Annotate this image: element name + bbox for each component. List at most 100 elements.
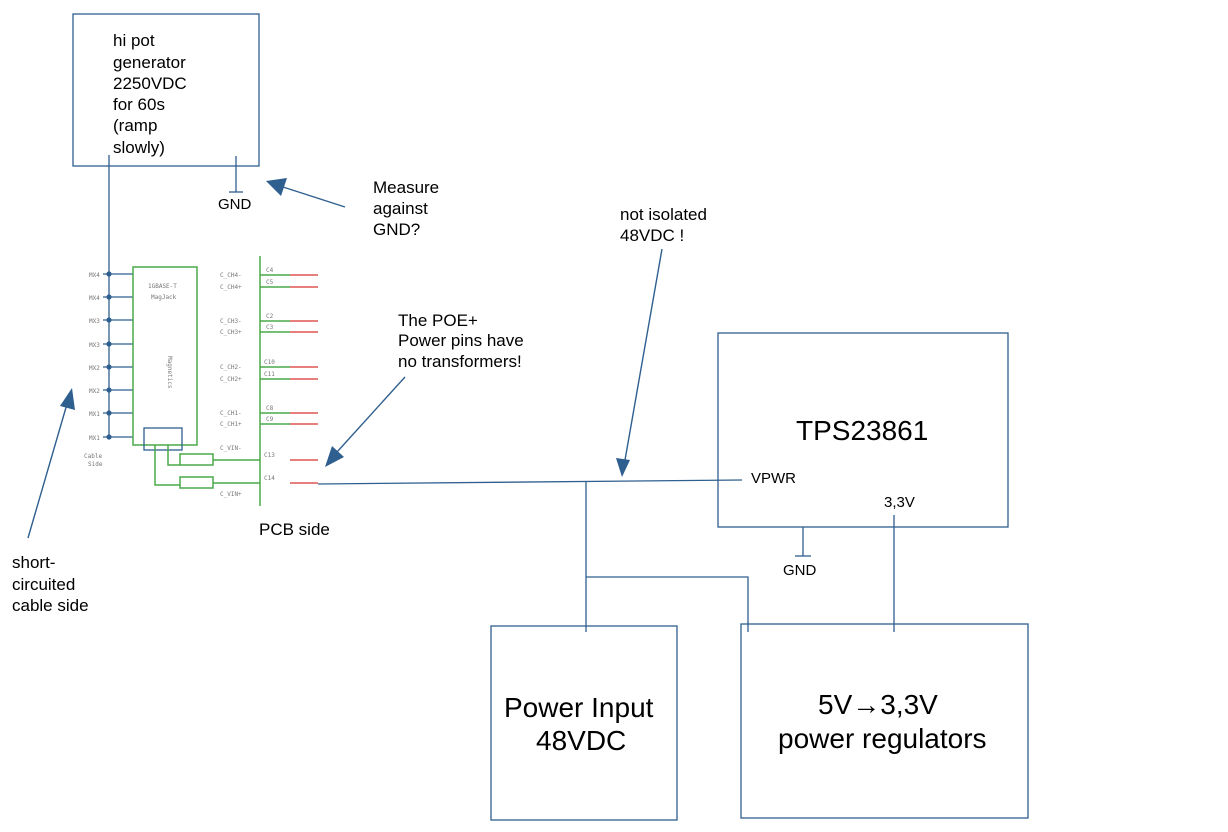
short-line-2: circuited [12,575,75,594]
magjack-schematic: MX4 MX4 MX3 MX3 MX2 MX2 MX1 MX1 Cable Si… [84,256,330,539]
left-pin-row-7: MX1 [89,410,133,418]
cap-label: C3 [266,324,274,331]
regulator-feed-wire [586,576,749,632]
left-pin-row-8: MX1 [89,434,133,442]
hipot-line-3: 2250VDC [113,74,187,93]
hipot-line-5: (ramp [113,116,157,135]
gnd-label-top: GND [218,196,252,213]
cap-label: C8 [266,405,274,412]
gnd-symbol-bottom: GND [783,527,817,579]
net-label: C_CH3+ [220,329,242,336]
right-net-row-10: C_VIN+ C14 [220,475,318,498]
power-input-box [490,625,678,821]
poe-arrow-line [336,376,406,453]
net-label: C_CH4- [220,272,242,279]
net-label: C_CH3- [220,318,242,325]
poe-line-2: Power pins have [398,331,524,350]
magnetics-label: Magnetics [166,356,173,389]
measure-arrow-head [266,178,287,196]
gnd-label-bottom: GND [783,562,817,579]
left-pin-label: MX1 [89,411,100,418]
magjack-title-2: MagJack [151,294,177,301]
left-pin-label: MX2 [89,365,100,372]
left-pin-row-4: MX3 [89,341,133,349]
hipot-line-2: generator [113,53,186,72]
hipot-box [72,13,260,167]
tps23861-title: TPS23861 [796,415,928,446]
measure-line-2: against [373,199,428,218]
short-line-1: short- [12,553,55,572]
vin-lead-lower [154,445,180,486]
tps23861-box [717,332,1009,528]
power-input-block: Power Input 48VDC [490,625,678,821]
magjack-inner-box [143,427,183,451]
gnd-symbol-top: GND [218,156,252,213]
left-pin-row-2: MX4 [89,294,133,302]
left-pin-label: MX3 [89,318,100,325]
cap-label: C9 [266,416,274,423]
right-net-row-2: C_CH4+C5 [220,279,318,291]
measure-line-1: Measure [373,178,439,197]
cap-label: C5 [266,279,274,286]
right-net-row-1: C_CH4-C4 [220,267,318,279]
measure-arrow-line [282,186,346,208]
tps23861-block: TPS23861 VPWR 3,3V [717,332,1009,528]
net-label: C_CH2+ [220,376,242,383]
cable-side-label-1: Cable [84,453,102,460]
left-pin-label: MX4 [89,272,100,279]
left-pin-row-1: MX4 [89,271,133,279]
magjack-body [132,266,198,446]
regulators-box [740,623,1029,819]
pcb-side-label: PCB side [259,520,330,539]
short-line-3: cable side [12,596,89,615]
cap-label: C14 [264,475,275,482]
not-isolated-line-1: not isolated [620,205,707,224]
net-label: C_CH1- [220,410,242,417]
cap-label: C2 [266,313,274,320]
magjack-title-1: 1GBASE-T [148,283,177,290]
power-input-line-2: 48VDC [536,725,626,756]
cable-side-label-2: Side [88,461,103,468]
short-arrow-head [60,388,75,410]
net-label: C_VIN- [220,445,242,452]
left-pin-label: MX3 [89,342,100,349]
regulators-block: 5V→3,3V power regulators [740,623,1029,819]
net-label: C_VIN+ [220,491,242,498]
power-input-line-1: Power Input [504,692,654,723]
measure-annotation: Measure against GND? [266,178,439,239]
not-isolated-arrow-line [624,248,663,461]
right-net-row-6: C_CH2+ C11 [220,371,318,383]
poe-arrow-head [325,446,344,467]
left-pin-label: MX2 [89,388,100,395]
v33-label: 3,3V [884,494,915,511]
hipot-line-4: for 60s [113,95,165,114]
right-net-row-9: C_VIN-C13 [220,445,318,461]
short-circuit-annotation: short- circuited cable side [12,388,89,615]
net-label: C_CH2- [220,364,242,371]
not-isolated-arrow-head [616,458,630,477]
left-pin-label: MX4 [89,295,100,302]
cap-label: C11 [264,371,275,378]
regulators-line-2: power regulators [778,723,987,754]
hipot-line-1: hi pot [113,31,155,50]
right-net-row-7: C_CH1- C8 [220,405,318,417]
right-net-row-3: C_CH3- C2 [220,313,318,325]
right-net-row-5: C_CH2-C10 [220,359,318,371]
left-pin-label: MX1 [89,435,100,442]
poe-line-1: The POE+ [398,311,478,330]
not-isolated-annotation: not isolated 48VDC ! [616,205,707,477]
vin-resistor-lower [179,476,214,489]
left-pin-row-3: MX3 [89,317,133,325]
measure-line-3: GND? [373,220,420,239]
net-label: C_CH1+ [220,421,242,428]
left-pin-row-5: MX2 [89,364,133,372]
vin-lead-upper [167,445,180,466]
short-arrow-line [27,403,68,539]
hipot-generator-block: hi pot generator 2250VDC for 60s (ramp s… [72,13,260,167]
vpwr-label: VPWR [751,470,796,487]
left-pin-row-6: MX2 [89,387,133,395]
right-net-row-4: C_CH3+ C3 [220,324,318,336]
not-isolated-line-2: 48VDC ! [620,226,684,245]
poe-annotation: The POE+ Power pins have no transformers… [325,311,524,467]
